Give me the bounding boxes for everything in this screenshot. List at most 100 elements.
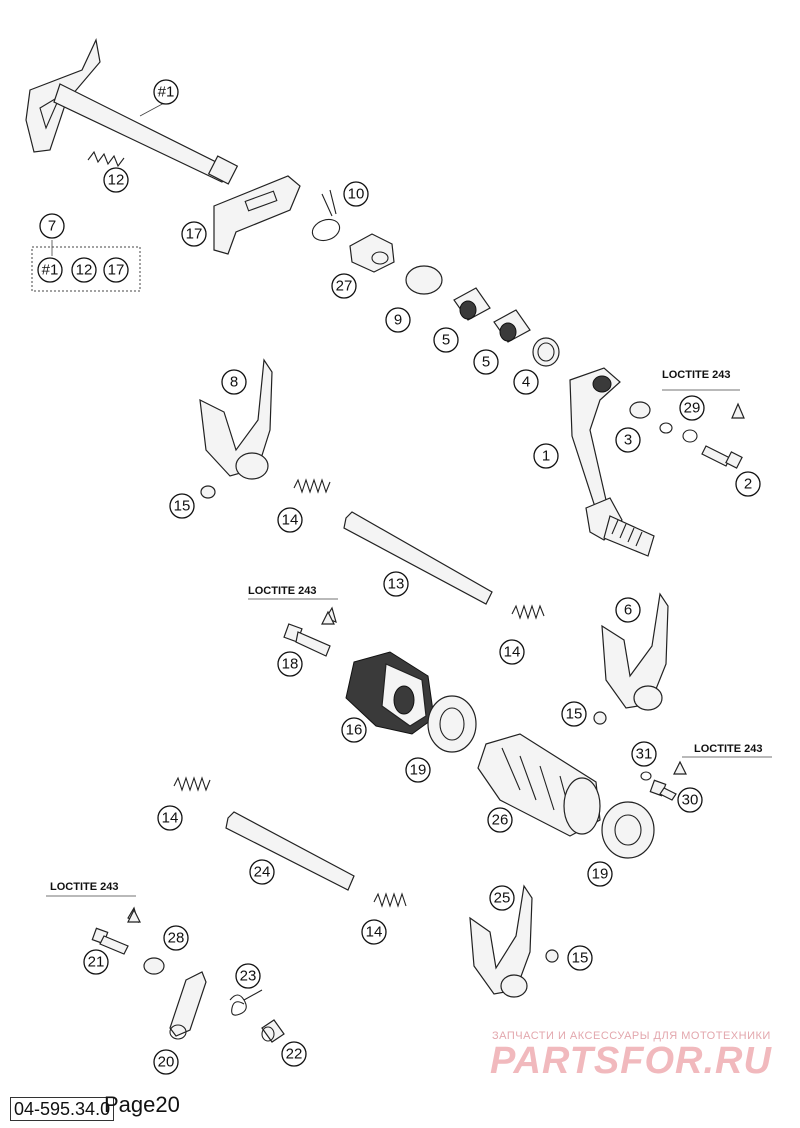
shift-fork-8 [199, 358, 273, 480]
svg-text:21: 21 [88, 954, 105, 971]
svg-text:23: 23 [240, 968, 257, 985]
callout-20: 20 [153, 1049, 179, 1075]
svg-text:20: 20 [158, 1054, 175, 1071]
callout-13: 13 [383, 571, 409, 597]
svg-text:10: 10 [348, 186, 365, 203]
callout-6: 6 [615, 597, 641, 623]
callout-7: 7 [39, 213, 65, 239]
svg-text:18: 18 [282, 656, 299, 673]
callout-31: 31 [631, 741, 657, 767]
svg-text:17: 17 [186, 226, 203, 243]
pin-15c [545, 949, 559, 963]
callout-29: 29 [679, 395, 705, 421]
kit-item-3: 17 [103, 257, 129, 283]
svg-text:27: 27 [336, 278, 353, 295]
shift-shaft [25, 38, 239, 185]
loctite-label-a: LOCTITE 243 [662, 369, 730, 381]
shift-fork-6 [601, 592, 669, 711]
callout-19a: 19 [405, 757, 431, 783]
svg-text:15: 15 [174, 498, 191, 515]
svg-text:2: 2 [744, 476, 752, 493]
shift-drum-26 [477, 733, 601, 837]
callout-28: 28 [163, 925, 189, 951]
svg-text:1: 1 [542, 448, 550, 465]
shift-fork-25 [469, 884, 533, 998]
callout-12: 12 [103, 167, 129, 193]
loctite-label-b: LOCTITE 243 [248, 585, 316, 597]
watermark-subtitle: ЗАПЧАСТИ И АКСЕССУАРЫ ДЛЯ МОТОТЕХНИКИ [492, 1030, 771, 1042]
callout-15a: 15 [169, 493, 195, 519]
svg-text:14: 14 [162, 810, 179, 827]
pin-15b [593, 711, 607, 725]
washer-29 [659, 422, 698, 443]
screw-30 [649, 779, 677, 801]
kit-item-1: #1 [37, 257, 63, 283]
svg-text:15: 15 [566, 706, 583, 723]
fork-shaft-13 [343, 511, 493, 605]
callout-3: 3 [615, 427, 641, 453]
svg-text:13: 13 [388, 576, 405, 593]
svg-text:25: 25 [494, 890, 511, 907]
loctite-drop-b [321, 610, 335, 625]
bushing-5a [453, 287, 491, 321]
callout-9: 9 [385, 307, 411, 333]
svg-text:31: 31 [636, 746, 653, 763]
svg-text:19: 19 [410, 762, 427, 779]
callout-16: 16 [341, 717, 367, 743]
spring-14c [173, 776, 211, 792]
callout-18: 18 [277, 651, 303, 677]
callout-14b: 14 [499, 639, 525, 665]
svg-text:3: 3 [624, 432, 632, 449]
svg-text:19: 19 [592, 866, 609, 883]
washer-9 [405, 265, 443, 295]
svg-text:14: 14 [366, 924, 383, 941]
svg-text:#1: #1 [42, 262, 59, 279]
callout-10: 10 [343, 181, 369, 207]
shift-drum-locator-16 [345, 651, 435, 735]
bolt-2 [701, 445, 743, 469]
svg-text:16: 16 [346, 722, 363, 739]
svg-text:5: 5 [482, 354, 490, 371]
callout-1-hash: #1 [153, 79, 179, 105]
svg-text:6: 6 [624, 602, 632, 619]
loctite-drop-c [673, 760, 687, 775]
callout-30: 30 [677, 787, 703, 813]
kit-item-2: 12 [71, 257, 97, 283]
callout-2: 2 [735, 471, 761, 497]
callout-17: 17 [181, 221, 207, 247]
diagram-code: 04-595.34.0 [10, 1097, 115, 1121]
kit-box [31, 246, 141, 292]
spring-14a [293, 478, 331, 494]
callout-14a: 14 [277, 507, 303, 533]
loctite-label-d: LOCTITE 243 [50, 881, 118, 893]
bolt-18 [283, 606, 337, 657]
svg-text:12: 12 [76, 262, 93, 279]
spring-23 [229, 989, 263, 1016]
callout-24: 24 [249, 859, 275, 885]
callout-4: 4 [513, 369, 539, 395]
leader-lines [46, 101, 772, 897]
spring-14d [373, 892, 407, 908]
svg-text:8: 8 [230, 374, 238, 391]
svg-text:26: 26 [492, 812, 509, 829]
shift-plate [213, 175, 301, 255]
callout-14c: 14 [157, 805, 183, 831]
bearing-19a [427, 695, 477, 753]
callout-19b: 19 [587, 861, 613, 887]
svg-text:12: 12 [108, 172, 125, 189]
watermark-logo: PARTSFOR.RU [490, 1040, 772, 1082]
callout-8: 8 [221, 369, 247, 395]
callout-27: 27 [331, 273, 357, 299]
spring-12 [87, 150, 125, 168]
callout-21: 21 [83, 949, 109, 975]
spring-14b [511, 604, 545, 620]
svg-text:24: 24 [254, 864, 271, 881]
shift-lever [569, 367, 655, 557]
loctite-drop-a [731, 402, 745, 419]
callout-23: 23 [235, 963, 261, 989]
loctite-label-c: LOCTITE 243 [694, 743, 762, 755]
roller-22 [261, 1019, 285, 1043]
svg-text:9: 9 [394, 312, 402, 329]
callout-5b: 5 [473, 349, 499, 375]
